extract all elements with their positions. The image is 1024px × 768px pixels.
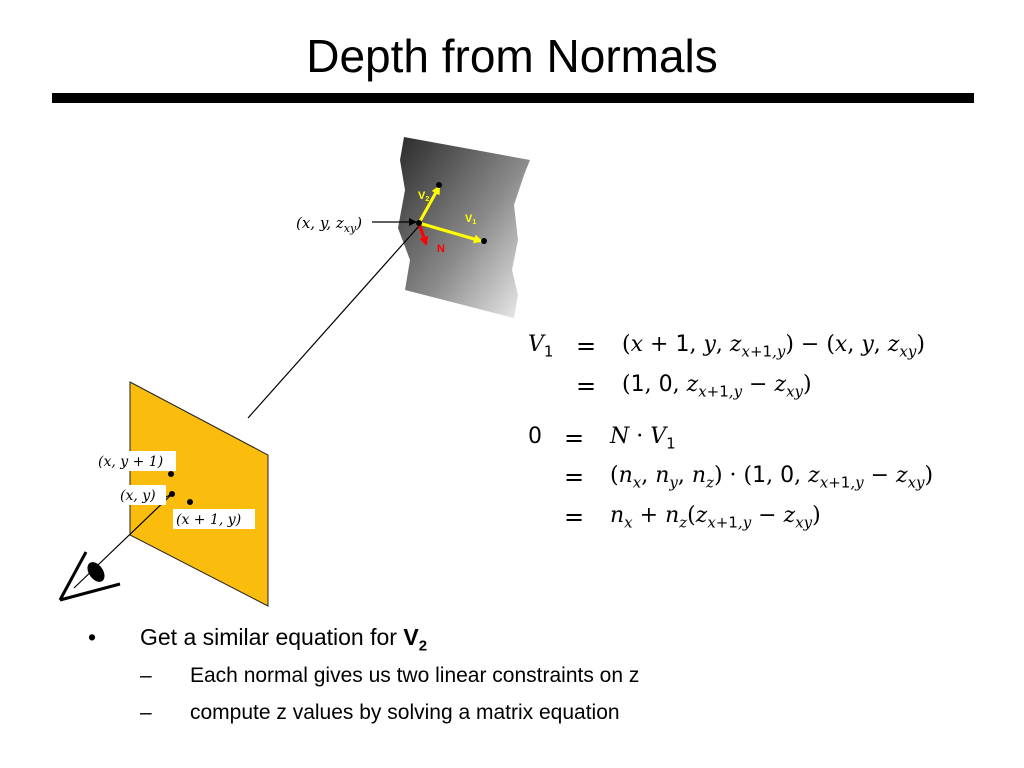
- slide-title: Depth from Normals: [306, 30, 718, 82]
- eq1-rhs: (x + 1, y, zx+1,y) − (x, y, zxy): [622, 332, 925, 361]
- view-ray: [247, 225, 420, 419]
- eq1-op: =: [576, 332, 597, 360]
- label-x1y: (x + 1, y): [176, 512, 241, 528]
- eq4-rhs: (nx, ny, nz) · (1, 0, zx+1,y − zxy): [610, 463, 934, 492]
- eq3-op: =: [564, 424, 585, 452]
- eq5-rhs: nx + nz(zx+1,y − zxy): [610, 503, 821, 532]
- vector-n-label: N: [437, 243, 445, 255]
- vector-v2-label: V2: [418, 190, 429, 203]
- bullet-main-sub: 2: [418, 637, 428, 655]
- sub-bullet-dash-1: –: [140, 664, 152, 687]
- vector-v2-arrow: [417, 185, 441, 224]
- surface-patch: [398, 137, 530, 318]
- point-label: (x, y, zxy): [296, 214, 362, 235]
- eq4-op: =: [564, 463, 585, 491]
- label-xy1: (x, y + 1): [98, 454, 163, 470]
- eq5-op: =: [564, 503, 585, 531]
- label-xy-box: (x, y): [118, 485, 166, 505]
- eq2-rhs: (1, 0, zx+1,y − zxy): [622, 372, 812, 401]
- pixel-point-xy: [169, 491, 175, 497]
- eq3-lhs: 0: [528, 424, 542, 449]
- sub-bullet-1: Each normal gives us two linear constrai…: [190, 664, 640, 687]
- surface-point-v1: [481, 238, 487, 244]
- sub-bullet-2: compute z values by solving a matrix equ…: [190, 701, 620, 724]
- eq3-rhs: N · V1: [610, 424, 676, 453]
- eye-icon: [58, 551, 121, 602]
- pixel-point-x1y: [187, 499, 193, 505]
- label-xy: (x, y): [120, 488, 156, 504]
- label-x1y-box: (x + 1, y): [173, 509, 255, 529]
- bullet-main-bold: V: [403, 624, 419, 650]
- surface-point-v2: [436, 182, 442, 188]
- image-plane: [129, 381, 269, 607]
- vector-v1-arrow: [418, 221, 483, 244]
- pixel-point-xy1: [168, 471, 174, 477]
- bullet-marker: •: [88, 624, 97, 650]
- eq2-op: =: [576, 372, 597, 400]
- label-xy1-box: (x, y + 1): [96, 451, 176, 471]
- vector-n-arrow: [417, 222, 429, 246]
- surface-point-center: [416, 220, 422, 226]
- eq1-lhs: V1: [528, 332, 554, 361]
- sub-bullet-dash-2: –: [140, 701, 152, 724]
- bullet-main-text: Get a similar equation for: [140, 624, 404, 650]
- vector-v1-label: V1: [465, 213, 476, 226]
- title-underline: [52, 93, 974, 103]
- bullet-main: Get a similar equation for V2: [140, 624, 427, 655]
